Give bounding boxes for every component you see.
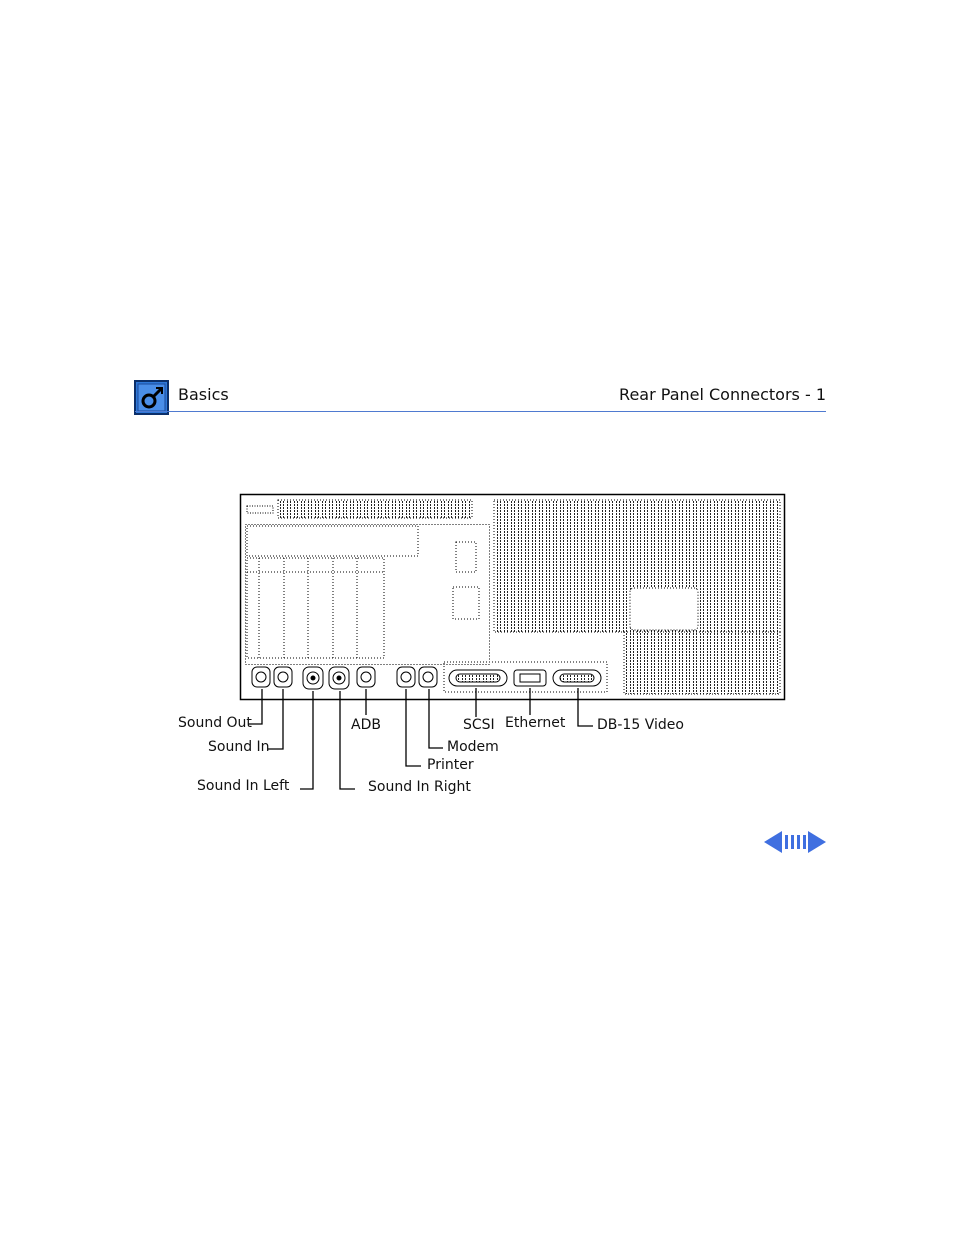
- page-index-icon[interactable]: [785, 835, 806, 849]
- label-scsi: SCSI: [463, 717, 495, 733]
- label-sound-out: Sound Out: [178, 715, 252, 731]
- triangle-left-icon[interactable]: [764, 831, 782, 853]
- section-title: Basics: [178, 385, 229, 404]
- label-db15-video: DB-15 Video: [597, 717, 684, 733]
- lower-vent-grille: [623, 631, 781, 695]
- leader-lines: [248, 688, 593, 790]
- io-connectors: [448, 669, 602, 687]
- chip-outline-1: [455, 541, 477, 573]
- label-ethernet: Ethernet: [505, 715, 566, 731]
- page-navigation: [764, 830, 826, 854]
- card-slot-header: [246, 525, 419, 557]
- label-plate: [629, 587, 699, 631]
- header-divider: [135, 411, 826, 412]
- label-sound-in: Sound In: [208, 739, 270, 755]
- label-sound-in-right: Sound In Right: [368, 779, 471, 795]
- expansion-slots: [246, 557, 385, 659]
- chip-outline-2: [452, 586, 480, 620]
- apple-service-logo-icon: [134, 380, 169, 415]
- small-port: [246, 505, 274, 514]
- io-connector-shroud: [443, 661, 608, 693]
- page-title: Rear Panel Connectors - 1: [619, 385, 826, 404]
- header-logo: [134, 380, 170, 416]
- label-adb: ADB: [351, 717, 381, 733]
- label-printer: Printer: [427, 757, 474, 773]
- audio-ports: [251, 666, 438, 690]
- label-sound-in-left: Sound In Left: [197, 778, 290, 794]
- label-modem: Modem: [447, 739, 499, 755]
- top-vent-strip: [277, 499, 473, 519]
- triangle-right-icon[interactable]: [808, 831, 826, 853]
